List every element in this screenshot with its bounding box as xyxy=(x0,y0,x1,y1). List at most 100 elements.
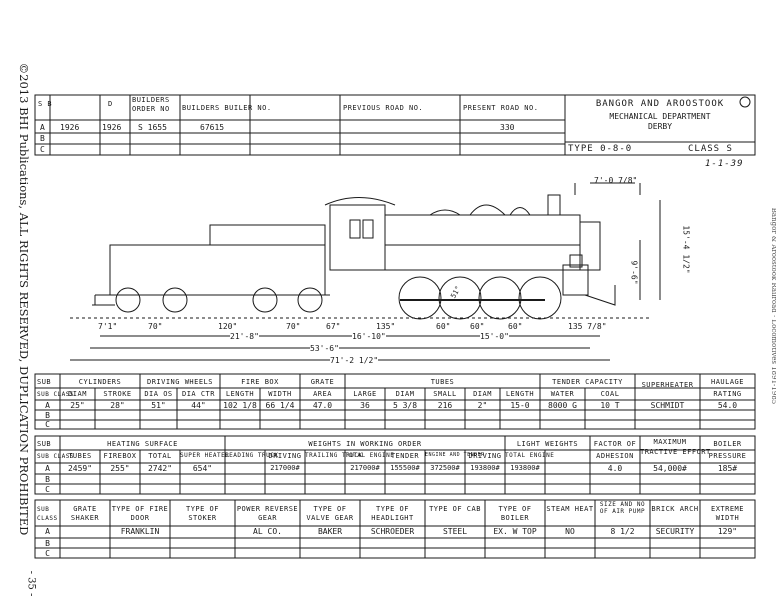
dim-bottom: 60" xyxy=(436,322,451,331)
t1-cell: 44" xyxy=(191,401,206,410)
t2-subhead: TRACTIVE EFFORT xyxy=(640,448,711,456)
boiler xyxy=(384,214,581,271)
driving-wheel xyxy=(478,276,522,320)
drawing-date: 1-1-39 xyxy=(705,159,744,169)
dim-height-boiler: 9'-6" xyxy=(629,260,639,285)
t2-subhead: DRIVING xyxy=(268,452,302,460)
cylinder xyxy=(562,264,589,296)
t1-cell: 10 T xyxy=(600,401,620,410)
t2-cell: 155500# xyxy=(390,464,420,472)
smokebox-front xyxy=(579,221,601,271)
dim-width: 7'-0 7/8" xyxy=(594,176,638,185)
t3-cell: 129" xyxy=(717,527,738,536)
header-col-d: D xyxy=(108,100,113,108)
t1-subhead: SMALL xyxy=(433,390,457,398)
header-col-previous-road: PREVIOUS ROAD NO. xyxy=(343,104,424,112)
tender-wheel xyxy=(162,287,188,313)
t2-row-c: C xyxy=(45,485,50,494)
t1-subhead: WIDTH xyxy=(268,390,292,398)
t3-row-c: C xyxy=(45,549,50,558)
t1-subhead: LENGTH xyxy=(505,390,535,398)
engine-class: CLASS S xyxy=(688,144,733,154)
dim-bottom: 60" xyxy=(470,322,485,331)
t3-subhead: TYPE OF STOKER xyxy=(185,505,219,522)
header-col-sb: S B xyxy=(38,100,53,108)
t3-subhead: STEAM HEAT xyxy=(546,505,594,513)
company-name: BANGOR AND AROOSTOOK xyxy=(595,99,725,109)
dim-bottom: 135 7/8" xyxy=(568,322,607,331)
dim-bottom: 135" xyxy=(376,322,396,331)
t3-subhead: TYPE OF BOILER xyxy=(498,505,532,522)
t2-group: BOILER xyxy=(713,440,742,448)
t1-group: HAULAGE xyxy=(710,378,744,386)
t1-cell: 5 3/8 xyxy=(392,401,418,410)
t1-cell: 36 xyxy=(360,401,370,410)
t1-cell: 15-0 xyxy=(510,401,530,410)
t3-cell: EX. W TOP xyxy=(493,527,537,536)
t1-subhead: DIAM xyxy=(395,390,415,398)
t1-sub-label: SUB xyxy=(37,378,52,386)
dim-long: 71'-2 1/2" xyxy=(330,356,379,365)
header-col-builders-order: BUILDERS ORDER NO xyxy=(132,96,170,113)
dim-long: 15'-0" xyxy=(480,332,509,341)
t1-group: GRATE xyxy=(310,378,335,386)
t3-cell: A xyxy=(45,527,50,536)
t3-subhead: POWER REVERSE GEAR xyxy=(236,505,299,522)
t2-cell: 217000# xyxy=(350,464,380,472)
location-name: DERBY xyxy=(647,122,673,131)
driving-wheel xyxy=(438,276,482,320)
t2-group: WEIGHTS IN WORKING ORDER xyxy=(308,440,422,448)
dim-bottom: 120" xyxy=(218,322,238,331)
t3-cell: AL CO. xyxy=(253,527,282,536)
row-label-b: B xyxy=(40,134,45,143)
t3-subhead: GRATE SHAKER xyxy=(70,505,100,522)
t1-group: SUPERHEATER xyxy=(641,381,694,389)
driving-wheel xyxy=(518,276,562,320)
t1-row-c: C xyxy=(45,420,50,429)
dim-long: 16'-10" xyxy=(352,332,386,341)
t2-subhead: DRIVING xyxy=(468,452,502,460)
t2-cell: 54,000# xyxy=(653,464,687,473)
t2-cell: 193800# xyxy=(470,464,500,472)
t1-subhead: DIA CTR xyxy=(181,390,215,398)
row-a-road-no: 330 xyxy=(500,123,515,132)
t2-subhead: PRESSURE xyxy=(708,452,747,460)
tender-wheel xyxy=(115,287,141,313)
t2-subhead: SUB CLASS xyxy=(37,453,75,460)
t1-group: TENDER CAPACITY xyxy=(552,378,623,386)
t1-group: DRIVING WHEELS xyxy=(146,378,213,386)
t2-cell: 372500# xyxy=(430,464,460,472)
t1-subhead: LENGTH xyxy=(225,390,255,398)
smokestack xyxy=(547,194,561,216)
t3-subhead: EXTREME WIDTH xyxy=(710,505,744,522)
dim-bottom: 70" xyxy=(286,322,301,331)
t2-cell: 654" xyxy=(192,464,213,473)
row-a-order: S 1655 xyxy=(138,123,167,132)
t1-subhead: RATING xyxy=(713,390,742,398)
t1-cell: SCHMIDT xyxy=(650,401,685,410)
engine-type: TYPE 0-8-0 xyxy=(568,144,633,154)
t3-cell: SCHROEDER xyxy=(370,527,415,536)
t1-cell: 47.0 xyxy=(312,401,333,410)
table-weights xyxy=(34,435,756,495)
t2-subhead: SUPER HEATER xyxy=(180,452,230,459)
row-a-d: 1926 xyxy=(102,123,122,132)
t3-cell: BAKER xyxy=(317,527,343,536)
t2-subhead: FIREBOX xyxy=(103,452,137,460)
t1-group: FIRE BOX xyxy=(241,378,279,386)
tender-wheel xyxy=(252,287,278,313)
t1-cell: 54.0 xyxy=(717,401,738,410)
t2-subhead: TRAILING TRUCK xyxy=(305,452,363,459)
t2-row-b: B xyxy=(45,475,50,484)
t2-subhead: LEADING TRUCK xyxy=(225,452,279,459)
t1-subhead: SUB CLASS xyxy=(37,391,75,398)
t2-cell: A xyxy=(45,464,50,473)
t2-subhead: ENGINE AND TENDER xyxy=(425,452,485,458)
t2-sub-label: SUB xyxy=(37,440,52,448)
t1-subhead: DIAM xyxy=(473,390,492,398)
t3-subhead: TYPE OF HEADLIGHT xyxy=(371,505,414,522)
t2-cell: 2459" xyxy=(67,464,93,473)
row-a-date: 1926 xyxy=(60,123,80,132)
t3-cell: 8 1/2 xyxy=(610,527,635,536)
